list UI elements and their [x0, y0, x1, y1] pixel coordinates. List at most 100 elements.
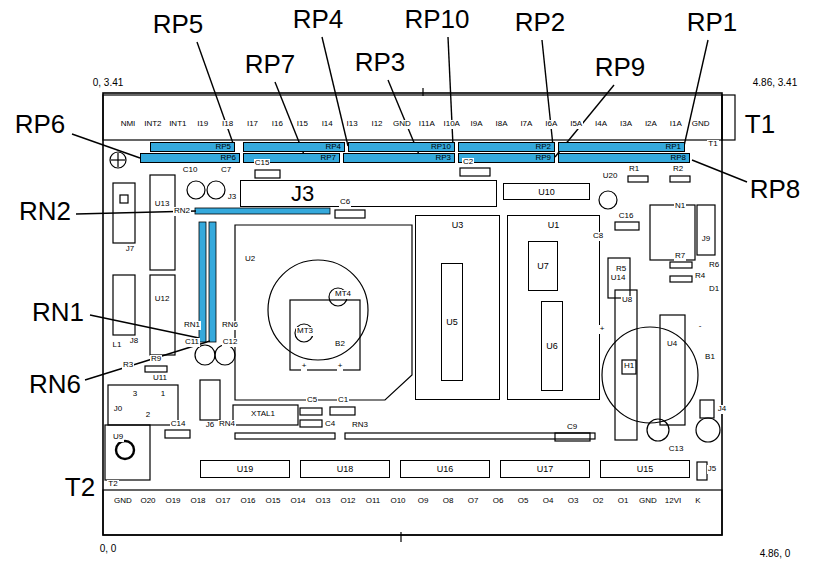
part-name: +: [301, 362, 308, 371]
part-name: C6: [339, 198, 351, 207]
component-label: U15: [637, 464, 654, 474]
part-name: J4: [717, 405, 727, 414]
callout-label: T2: [64, 473, 96, 502]
part-name: U8: [621, 296, 633, 305]
part-name: 3: [132, 390, 138, 399]
pin-name: O12: [339, 497, 356, 506]
part-name: B2: [334, 340, 346, 349]
part-name: RN4: [218, 420, 236, 429]
part-name: R7: [674, 252, 686, 261]
pin-name: O10: [389, 497, 406, 506]
part-name: D1: [708, 285, 720, 294]
part-name: U12: [154, 295, 171, 304]
part-name: C14: [170, 420, 187, 429]
part-name: J7: [125, 245, 135, 254]
part-name: U4: [666, 340, 678, 349]
part-name: MT4: [334, 290, 352, 299]
resistor-pack-band: RP6: [140, 153, 240, 163]
pin-name: O3: [567, 497, 580, 506]
coordinate-label: 4.86, 3.41: [752, 77, 798, 88]
part-name: R4: [694, 272, 706, 281]
component-outline: U17: [500, 460, 590, 478]
component-outline: U18: [300, 460, 390, 478]
callout-label: RN1: [31, 298, 85, 327]
resistor-pack-band: RP8: [558, 153, 690, 163]
pin-name: I5A: [569, 120, 583, 129]
callout-label: RP9: [594, 53, 647, 82]
part-name: N1: [674, 202, 686, 211]
component-outline: J3: [240, 180, 497, 207]
part-name: U11: [152, 374, 168, 383]
callout-label: RP1: [686, 8, 739, 37]
part-name: U14: [610, 274, 627, 283]
pin-name: O1: [617, 497, 630, 506]
component-label: RP9: [535, 154, 551, 162]
pin-name: INT2: [143, 120, 162, 129]
part-name: -: [698, 322, 703, 331]
pin-name: GND: [638, 497, 658, 506]
part-name: C8: [592, 232, 604, 241]
part-name: +: [599, 325, 606, 334]
pin-name: I18: [221, 120, 234, 129]
part-name: +: [337, 362, 344, 371]
callout-label: T1: [744, 110, 776, 139]
component-label: RP10: [431, 143, 451, 151]
component-label: J3: [291, 181, 314, 206]
component-label: U7: [537, 261, 549, 271]
pin-name: 12VI: [664, 497, 682, 506]
component-outline: U1U7U6: [507, 215, 600, 400]
resistor-pack-band: RP5: [150, 142, 235, 152]
part-name: RN1: [183, 321, 201, 330]
pin-name: I17: [246, 120, 259, 129]
pin-name: O7: [467, 497, 480, 506]
component-label: RP5: [215, 143, 231, 151]
part-name: MT3: [296, 327, 314, 336]
part-name: R9: [150, 355, 162, 364]
pin-name: I12: [370, 120, 383, 129]
resistor-pack-band: RP4: [243, 142, 345, 152]
part-name: C5: [306, 396, 318, 405]
component-outline: U6: [541, 301, 563, 391]
pin-name: I7A: [519, 120, 533, 129]
part-name: U2: [244, 255, 256, 264]
pin-name: I14: [321, 120, 334, 129]
part-name: C16: [618, 212, 635, 221]
part-name: J8: [129, 337, 139, 346]
component-label: RP2: [535, 143, 551, 151]
pin-name: GND: [691, 120, 711, 129]
pin-name: O15: [264, 497, 281, 506]
component-label: RP3: [435, 154, 451, 162]
pin-name: O17: [214, 497, 231, 506]
component-outline: U16: [400, 460, 490, 478]
component-outline: U15: [600, 460, 690, 478]
component-label: U1: [548, 220, 560, 230]
callout-label: RP5: [152, 10, 205, 39]
pin-name: I13: [346, 120, 359, 129]
part-name: 2: [145, 411, 151, 420]
callout-label: RP7: [244, 50, 297, 79]
part-name: C7: [220, 166, 232, 175]
component-label: U16: [437, 464, 454, 474]
pin-name: O4: [542, 497, 555, 506]
resistor-pack-band: RP3: [343, 153, 455, 163]
component-label: U10: [538, 187, 555, 197]
component-label: RP7: [320, 154, 336, 162]
part-name: R5: [615, 265, 627, 274]
pin-name: I16: [271, 120, 284, 129]
callout-label: RN2: [18, 197, 72, 226]
part-name: J6: [205, 421, 215, 430]
part-name: C10: [182, 166, 199, 175]
component-label: U17: [537, 464, 554, 474]
part-name: C12: [222, 338, 239, 347]
part-name: L1: [112, 341, 123, 350]
pin-name: GND: [113, 497, 133, 506]
part-name: 1: [160, 390, 166, 399]
pin-name: I10A: [442, 120, 460, 129]
part-name: T1: [707, 140, 718, 149]
pin-name: O11: [365, 497, 382, 506]
pin-name: I3A: [619, 120, 633, 129]
pin-name: I1A: [669, 120, 683, 129]
part-name: J5: [707, 465, 717, 474]
pin-name: I2A: [644, 120, 658, 129]
